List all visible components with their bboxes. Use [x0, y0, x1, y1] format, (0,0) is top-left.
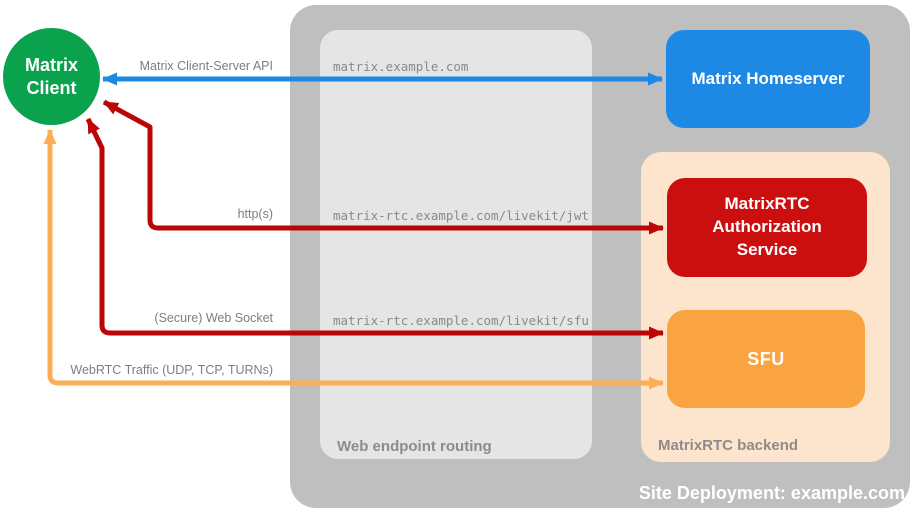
arrow-webrtc	[43, 129, 664, 390]
sfu-node: SFU	[667, 310, 865, 408]
matrixrtc-backend-label: MatrixRTC backend	[658, 437, 799, 454]
label-client-server-api: Matrix Client-Server API	[139, 59, 273, 73]
matrix-client-label-line2: Client	[26, 77, 77, 98]
endpoint-livekit-sfu: matrix-rtc.example.com/livekit/sfu	[333, 313, 589, 328]
label-webrtc-traffic: WebRTC Traffic (UDP, TCP, TURNs)	[70, 363, 273, 377]
endpoint-livekit-jwt: matrix-rtc.example.com/livekit/jwt	[333, 208, 589, 223]
matrix-client-node: Matrix Client	[3, 28, 100, 125]
auth-service-node: MatrixRTC Authorization Service	[667, 178, 867, 277]
matrix-client-label-line1: Matrix	[24, 55, 78, 75]
web-endpoint-routing-label: Web endpoint routing	[337, 438, 492, 455]
endpoint-matrix-example-com: matrix.example.com	[333, 59, 469, 74]
matrix-homeserver-node: Matrix Homeserver	[666, 30, 870, 128]
sfu-label: SFU	[747, 348, 785, 369]
label-websocket: (Secure) Web Socket	[154, 311, 273, 325]
auth-service-label: MatrixRTC Authorization Service	[712, 194, 822, 259]
label-https: http(s)	[237, 207, 273, 221]
site-deployment-label: Site Deployment: example.com	[638, 483, 905, 503]
matrix-homeserver-label: Matrix Homeserver	[691, 69, 845, 88]
